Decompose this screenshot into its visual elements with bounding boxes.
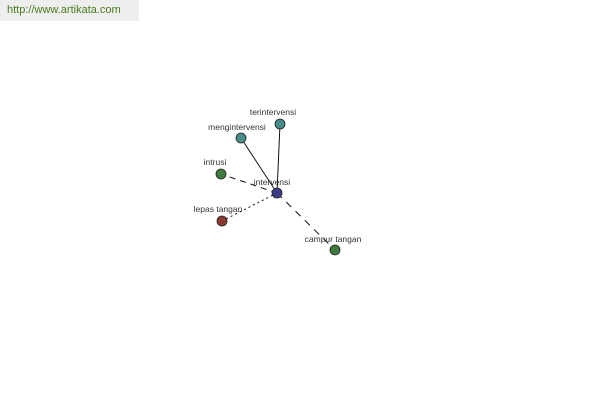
node-terintervensi-dot — [274, 118, 286, 130]
node-campur-tangan[interactable]: campur tangan — [305, 234, 362, 256]
edge-mengintervensi — [240, 137, 278, 194]
node-mengintervensi-label: mengintervensi — [208, 122, 266, 132]
node-terintervensi-label: terintervensi — [250, 107, 296, 117]
edge-terintervensi — [276, 123, 281, 194]
node-mengintervensi[interactable]: mengintervensi — [208, 122, 266, 144]
edge-intrusi — [220, 173, 278, 194]
node-intrusi-dot — [215, 168, 227, 180]
edge-campur-tangan — [276, 192, 336, 251]
source-url[interactable]: http://www.artikata.com — [0, 0, 139, 21]
node-intrusi[interactable]: intrusi — [204, 157, 227, 180]
node-lepas-tangan-dot — [216, 215, 228, 227]
node-intrusi-label: intrusi — [204, 157, 227, 167]
node-lepas-tangan-label: lepas tangan — [194, 204, 243, 214]
node-intervensi[interactable]: intervensi — [254, 177, 290, 199]
node-campur-tangan-dot — [329, 244, 341, 256]
node-intervensi-label: intervensi — [254, 177, 290, 187]
node-campur-tangan-label: campur tangan — [305, 234, 362, 244]
node-intervensi-dot — [271, 187, 283, 199]
edges — [220, 123, 336, 251]
node-mengintervensi-dot — [235, 132, 247, 144]
node-terintervensi[interactable]: terintervensi — [250, 107, 296, 130]
edge-lepas-tangan — [221, 192, 278, 222]
node-lepas-tangan[interactable]: lepas tangan — [194, 204, 243, 227]
